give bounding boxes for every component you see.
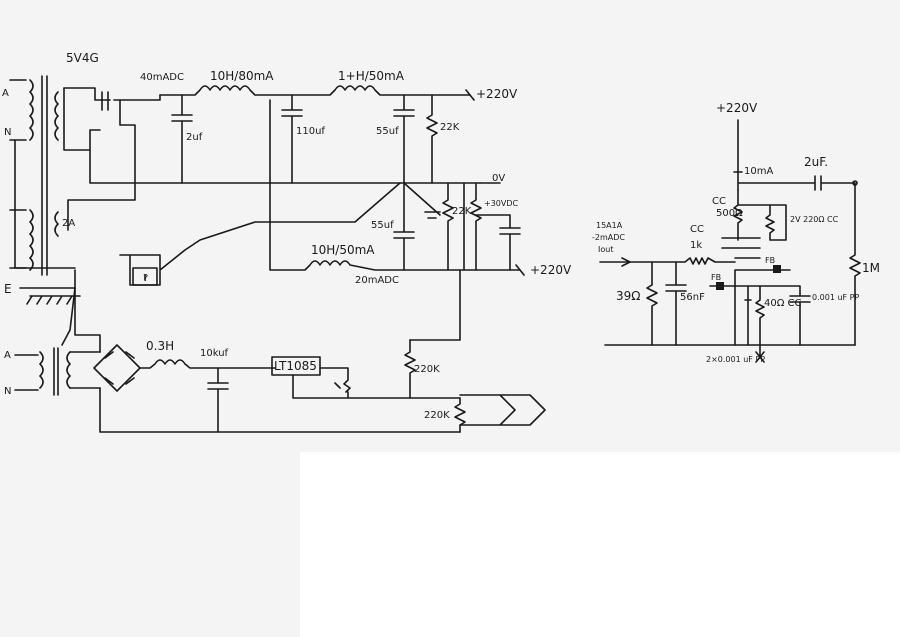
cap-55uf-mid — [393, 182, 415, 271]
label-cap-55uf-top: 55uf — [376, 126, 399, 137]
top-rail — [159, 85, 471, 96]
label-tube-cc: CC — [712, 196, 726, 207]
label-10ma: 10mA — [744, 166, 773, 177]
output-connector — [409, 269, 546, 426]
label-cap-10kuf: 10kuf — [200, 348, 229, 359]
label-res-2k-220: 2V 220Ω CC — [790, 215, 839, 224]
label-plus-30vdc: +30VDC — [484, 199, 519, 208]
label-choke-10h-50ma: 10H/50mA — [311, 243, 375, 257]
res-220k-b — [454, 397, 466, 433]
label-cap-110uf: 110uf — [296, 126, 325, 137]
label-res-220k-a: 220K — [414, 364, 440, 375]
label-res-220k-b: 220K — [424, 410, 450, 421]
label-res-1m: 1M — [862, 261, 880, 275]
cap-30v — [475, 214, 521, 271]
zero-volt-rail — [269, 99, 521, 271]
mid-rail-terminal — [515, 264, 525, 276]
res-22k-top — [426, 94, 438, 184]
label-choke-10h-80ma: 10H/80mA — [210, 69, 274, 83]
ferrite-bead-left — [716, 282, 724, 290]
aux-return — [74, 287, 101, 353]
label-cap-2uf: 2uf — [186, 132, 203, 143]
label-plus-220v-right: +220V — [716, 101, 758, 115]
aux-rail — [99, 359, 461, 433]
label-40madc: 40mADC — [140, 72, 184, 83]
label-fb-right: FB — [765, 256, 775, 265]
cap-2uf — [171, 94, 193, 184]
label-phase-a: A — [2, 88, 9, 99]
earth-symbol — [19, 269, 81, 305]
regulator-output — [292, 367, 461, 399]
cathode-network — [709, 269, 811, 346]
rectifier-5v4g — [67, 91, 481, 231]
top-rail-terminal — [465, 89, 475, 101]
res-1m — [849, 182, 861, 346]
label-cap-56nf: 56nF — [680, 292, 705, 303]
tube-elements — [721, 237, 761, 259]
label-input-desc-1: 15A1A — [596, 221, 623, 230]
label-input-desc-3: Iout — [598, 245, 613, 254]
anode-resistors — [733, 189, 787, 241]
anode-supply — [733, 119, 856, 191]
mains-transformer — [9, 75, 111, 276]
label-neutral-n-low: N — [4, 386, 11, 397]
label-res-22k-top: 22K — [440, 122, 460, 133]
cap-110uf — [281, 94, 303, 184]
bottom-ground-rail — [604, 344, 856, 363]
res-30v-divider — [463, 182, 482, 271]
label-res-500: 500Ω — [716, 208, 743, 219]
label-cap-2uf-right: 2uF. — [804, 155, 828, 169]
label-cap-2x-0-001: 2×0.001 uF PP — [706, 355, 765, 364]
res-39 — [646, 261, 658, 346]
label-cap-55uf-mid: 55uf — [371, 220, 394, 231]
ferrite-bead-right — [773, 265, 781, 273]
label-choke-1h-50ma: 1+H/50mA — [338, 69, 405, 83]
input-line — [599, 257, 736, 265]
label-regulator: LT1085 — [274, 359, 317, 373]
label-cap-0-001: 0.001 uF PP — [812, 293, 859, 302]
cap-56nf — [665, 261, 687, 346]
blank-corner — [300, 452, 900, 637]
earth-to-aux — [61, 287, 76, 346]
label-zero-volt: 0V — [492, 173, 505, 184]
label-plus-220v-mid: +220V — [530, 263, 572, 277]
label-20madc: 20mADC — [355, 275, 399, 286]
label-res-40-cc: 40Ω CC — [764, 298, 802, 309]
label-res-22k-mid: 22K — [452, 206, 472, 217]
label-plus-220v-top: +220V — [476, 87, 518, 101]
input-arrow — [621, 257, 631, 267]
label-res-1k: 1k — [690, 240, 702, 251]
label-5v4g: 5V4G — [66, 51, 99, 65]
label-input-desc-2: -2mADC — [592, 233, 625, 242]
ground-node — [403, 182, 441, 219]
label-fb-left: FB — [711, 273, 721, 282]
label-res-39: 39Ω — [616, 289, 640, 303]
label-earth: E — [4, 282, 12, 296]
res-22k-mid — [442, 182, 454, 271]
label-fuse-2a: 2A — [62, 218, 75, 229]
label-relay-q: ? — [143, 273, 148, 284]
aux-transformer — [14, 347, 101, 396]
feed-line — [269, 182, 401, 223]
bridge-rectifier — [93, 344, 141, 392]
relay-box — [132, 267, 158, 286]
label-neutral-n: N — [4, 127, 11, 138]
label-phase-a-low: A — [4, 350, 11, 361]
label-choke-0-3h: 0.3H — [146, 339, 174, 353]
regulator-box — [271, 356, 321, 376]
cap-55uf-top — [393, 94, 415, 184]
label-res-1k-cc: CC — [690, 224, 704, 235]
res-220k-a — [404, 339, 416, 399]
